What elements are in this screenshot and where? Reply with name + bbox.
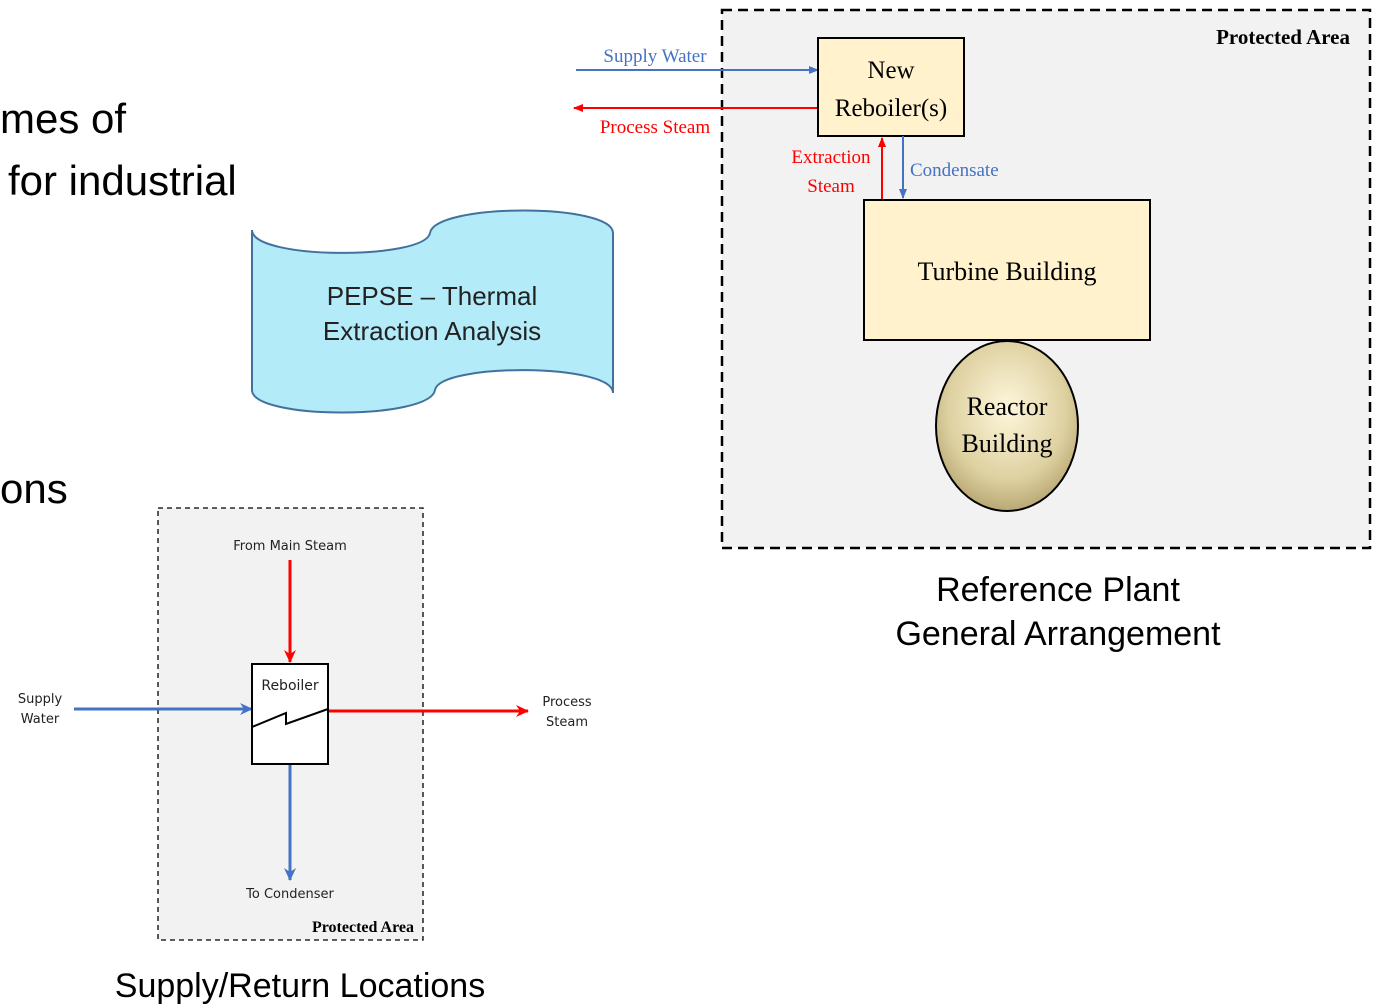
from-main-steam-label: From Main Steam bbox=[233, 539, 346, 554]
pepse-tape-shape: PEPSE – Thermal Extraction Analysis bbox=[251, 209, 614, 414]
condensate-label: Condensate bbox=[910, 160, 999, 181]
reference-plant-caption-line1: Reference Plant bbox=[936, 571, 1180, 609]
reactor-label-line1: Reactor bbox=[967, 392, 1048, 421]
to-condenser-label: To Condenser bbox=[245, 887, 334, 902]
reboiler-zigzag-symbol bbox=[251, 708, 329, 728]
supply-water-label: Supply Water bbox=[603, 46, 707, 67]
sr-process-label-line1: Process bbox=[542, 695, 592, 710]
sr-protected-area-label: Protected Area bbox=[312, 919, 414, 936]
reference-plant-caption-line2: General Arrangement bbox=[895, 615, 1221, 653]
reactor-label-line2: Building bbox=[961, 429, 1052, 458]
new-reboiler-box bbox=[817, 37, 965, 137]
reference-plant-diagram: Protected Area Supply Water Process Stea… bbox=[573, 8, 1372, 550]
new-reboiler-line2: Reboiler(s) bbox=[835, 95, 947, 122]
turbine-building-label: Turbine Building bbox=[918, 257, 1097, 286]
new-reboiler-line1: New bbox=[867, 57, 914, 84]
bullet-fragment-2: for industrial bbox=[8, 157, 237, 204]
turbine-building-box bbox=[863, 199, 1151, 341]
bullet-fragment-3: ons bbox=[0, 465, 68, 512]
sr-supply-label-line2: Water bbox=[21, 712, 60, 727]
sr-process-label-line2: Steam bbox=[546, 715, 588, 730]
extraction-label-line1: Extraction bbox=[791, 147, 871, 168]
sr-supply-label-line1: Supply bbox=[18, 692, 63, 707]
protected-area-label: Protected Area bbox=[1216, 25, 1350, 49]
process-steam-label: Process Steam bbox=[600, 117, 711, 138]
pepse-label-line1: PEPSE – Thermal bbox=[327, 281, 538, 311]
pepse-label-line2: Extraction Analysis bbox=[323, 316, 541, 346]
extraction-label-line2: Steam bbox=[807, 176, 855, 197]
bullet-fragment-1: mes of bbox=[0, 95, 127, 142]
supply-return-caption: Supply/Return Locations bbox=[114, 967, 486, 1005]
supply-return-diagram: From Main Steam Protected Area Supply Wa… bbox=[18, 507, 592, 941]
reactor-building-ellipse bbox=[935, 340, 1079, 512]
reboiler-label: Reboiler bbox=[261, 678, 319, 694]
reference-plant-caption: Reference Plant General Arrangement bbox=[808, 568, 1308, 656]
pepse-tape-outline bbox=[251, 209, 614, 414]
